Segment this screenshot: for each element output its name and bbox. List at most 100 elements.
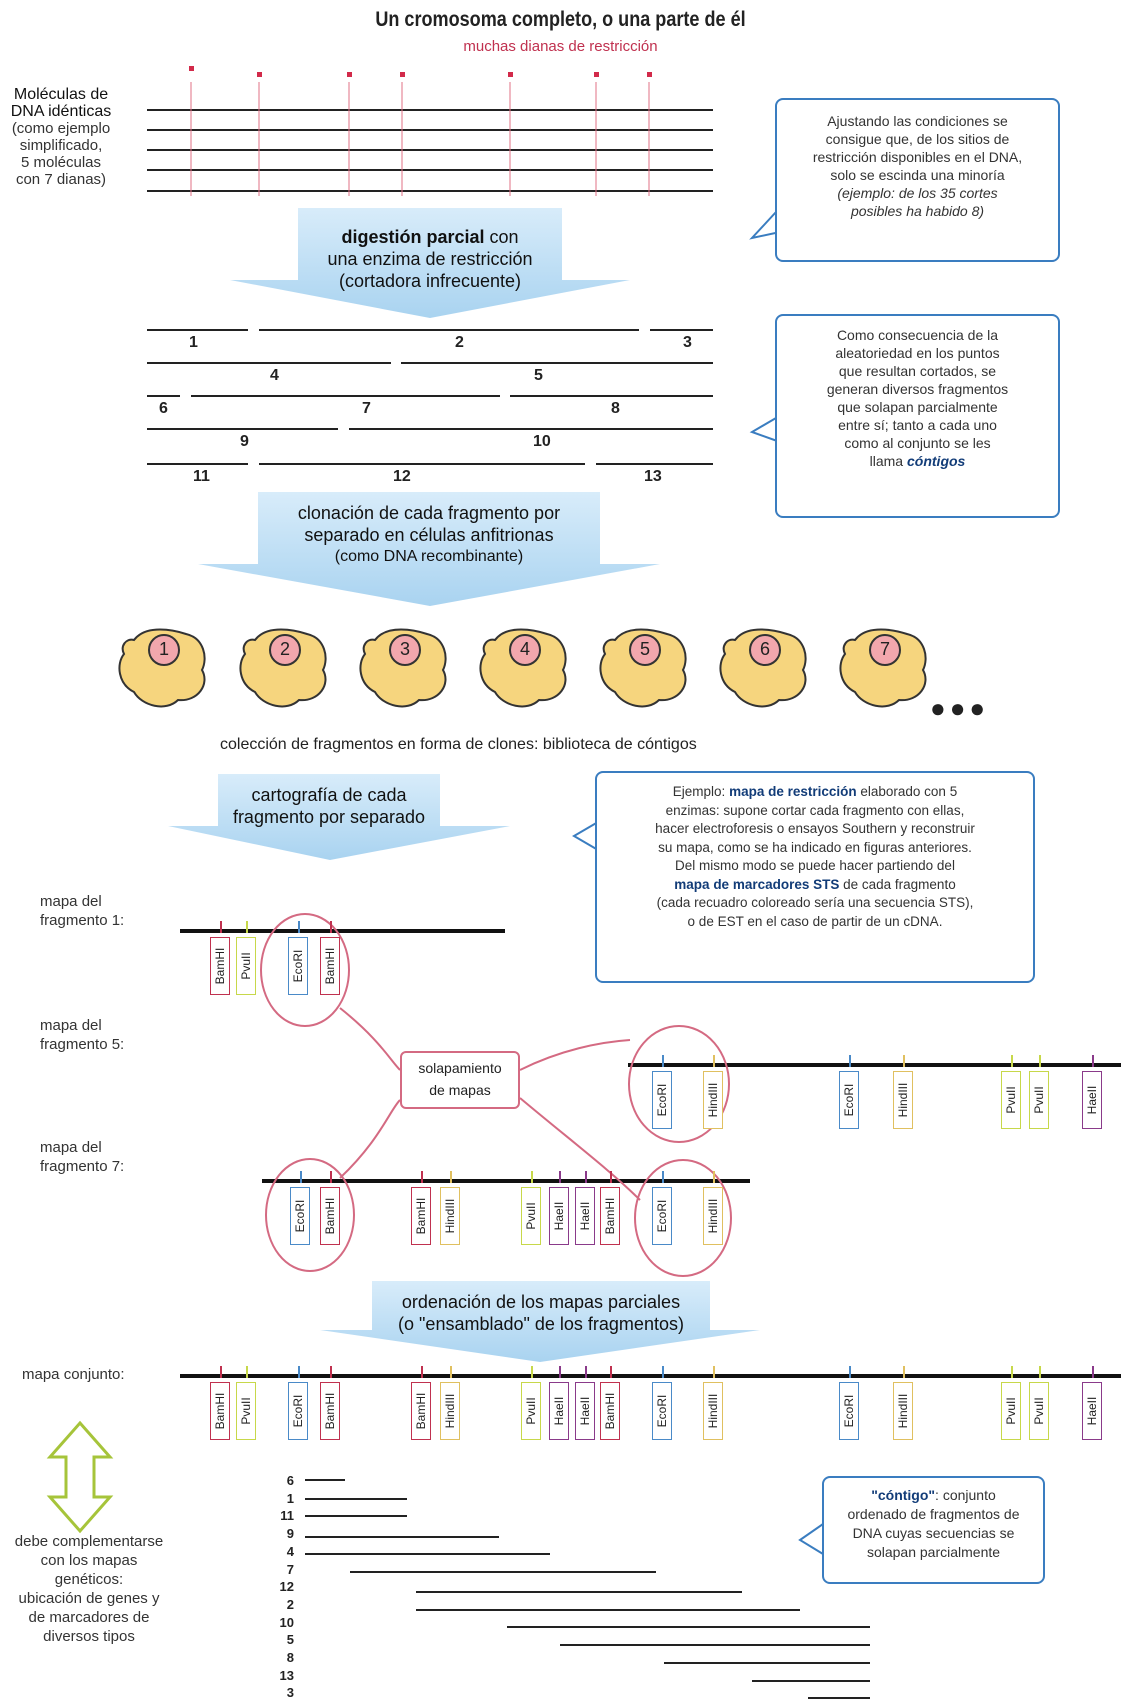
process-arrow-3 (168, 774, 510, 860)
enzyme-site-tick (559, 1366, 561, 1378)
site-marker (347, 72, 352, 77)
enzyme-site-pvuii: PvuII (236, 937, 256, 995)
enzyme-site-pvuii: PvuII (1029, 1382, 1049, 1440)
callout-tail (572, 821, 599, 851)
diagram-title: Un cromosoma completo, o una parte de él (375, 8, 746, 31)
clone-number: 7 (879, 639, 890, 659)
host-cell-6 (719, 628, 807, 708)
enzyme-site-haeii: HaeII (1082, 1382, 1102, 1440)
enzyme-site-tick (300, 1171, 302, 1183)
enzyme-site-hindiii: HindIII (440, 1382, 460, 1440)
overlap-highlights (260, 913, 732, 1277)
step-partial-digestion: digestión parcial con una enzima de rest… (327, 227, 533, 291)
restriction-site-markers (189, 66, 652, 77)
site-marker (400, 72, 405, 77)
fragment-label: 9 (240, 433, 249, 450)
fragment-label: 5 (534, 367, 543, 384)
site-marker (189, 66, 194, 71)
enzyme-site-tick (1039, 1366, 1041, 1378)
enzyme-site-tick (713, 1366, 715, 1378)
callout-contigs: Como consecuencia de la aleatoriedad en … (775, 314, 1060, 518)
fragment-label: 1 (189, 334, 198, 351)
overlap-ellipse (628, 1025, 730, 1143)
enzyme-site-tick (450, 1171, 452, 1183)
enzyme-site-hindiii: HindIII (703, 1382, 723, 1440)
enzyme-site-bamhi: BamHI (320, 1382, 340, 1440)
enzyme-site-tick (531, 1171, 533, 1183)
contig-bars (305, 1479, 870, 1699)
enzyme-site-ecori: EcoRI (288, 937, 308, 995)
enzyme-site-hindiii: HindIII (703, 1187, 723, 1245)
fragment-label: 7 (362, 400, 371, 417)
clone-number: 3 (399, 639, 410, 659)
fragment-label: 6 (159, 400, 168, 417)
enzyme-site-hindiii: HindIII (893, 1071, 913, 1129)
enzyme-site-tick (531, 1366, 533, 1378)
clone-number: 5 (639, 639, 650, 659)
host-cells (118, 628, 927, 708)
overlap-ellipse (634, 1159, 732, 1277)
enzyme-site-bamhi: BamHI (320, 937, 340, 995)
fragment-label: 3 (683, 334, 692, 351)
step-cloning: clonación de cada fragmento por separado… (297, 503, 561, 565)
enzyme-site-bamhi: BamHI (210, 1382, 230, 1440)
double-arrow-icon (46, 1420, 114, 1534)
enzyme-site-hindiii: HindIII (893, 1382, 913, 1440)
enzyme-site-bamhi: BamHI (411, 1382, 431, 1440)
enzyme-site-pvuii: PvuII (236, 1382, 256, 1440)
diagram-subtitle: muchas dianas de restricción (463, 38, 658, 55)
enzyme-site-hindiii: HindIII (440, 1187, 460, 1245)
enzyme-site-tick (421, 1366, 423, 1378)
site-marker (594, 72, 599, 77)
enzyme-site-ecori: EcoRI (839, 1382, 859, 1440)
process-arrow-4 (320, 1281, 760, 1362)
dna-fragments (147, 329, 713, 465)
callout-tail (798, 1523, 824, 1555)
enzyme-site-tick (903, 1055, 905, 1067)
enzyme-site-haeii: HaeII (1082, 1071, 1102, 1129)
host-cell-3 (359, 628, 447, 708)
enzyme-site-tick (330, 1171, 332, 1183)
enzyme-site-tick (220, 921, 222, 933)
fragment-label: 2 (455, 334, 464, 351)
enzyme-site-bamhi: BamHI (600, 1187, 620, 1245)
enzyme-site-pvuii: PvuII (1001, 1071, 1021, 1129)
overlap-connector (339, 1099, 401, 1179)
enzyme-site-tick (713, 1055, 715, 1067)
enzyme-site-tick (220, 1366, 222, 1378)
clone-number: 4 (519, 639, 530, 659)
clone-number: 1 (158, 639, 169, 659)
enzyme-site-tick (662, 1055, 664, 1067)
contig-order-list: 6 1 11 9 4 7 12 2 10 5 8 13 3 (279, 1473, 294, 1701)
fragment-label: 12 (393, 468, 411, 485)
enzyme-site-pvuii: PvuII (1001, 1382, 1021, 1440)
step-assembly: ordenación de los mapas parciales (o "en… (398, 1292, 684, 1334)
enzyme-site-tick (330, 921, 332, 933)
enzyme-site-bamhi: BamHI (600, 1382, 620, 1440)
enzyme-site-bamhi: BamHI (210, 937, 230, 995)
enzyme-site-tick (585, 1366, 587, 1378)
enzyme-site-haeii: HaeII (549, 1187, 569, 1245)
step-mapping: cartografía de cada fragmento por separa… (232, 785, 426, 827)
enzyme-site-pvuii: PvuII (521, 1382, 541, 1440)
enzyme-site-ecori: EcoRI (288, 1382, 308, 1440)
fragment-label: 13 (644, 468, 662, 485)
enzyme-site-tick (713, 1171, 715, 1183)
enzyme-site-tick (298, 921, 300, 933)
clone-number: 6 (759, 639, 770, 659)
molecules-label: Moléculas de DNA idénticas (como ejemplo… (10, 86, 112, 188)
enzyme-site-bamhi: BamHI (411, 1187, 431, 1245)
host-cell-5 (599, 628, 687, 708)
enzyme-site-tick (1039, 1055, 1041, 1067)
host-cell-7 (839, 628, 927, 708)
enzyme-site-ecori: EcoRI (652, 1071, 672, 1129)
enzyme-site-ecori: EcoRI (652, 1382, 672, 1440)
overlap-connector (339, 1007, 401, 1071)
enzyme-site-tick (246, 1366, 248, 1378)
callout-restriction-map: Ejemplo: mapa de restricción elaborado c… (595, 771, 1035, 983)
enzyme-site-haeii: HaeII (575, 1382, 595, 1440)
host-cell-1 (118, 628, 206, 708)
overlap-connector (519, 1039, 631, 1071)
process-arrow-1 (230, 208, 630, 318)
